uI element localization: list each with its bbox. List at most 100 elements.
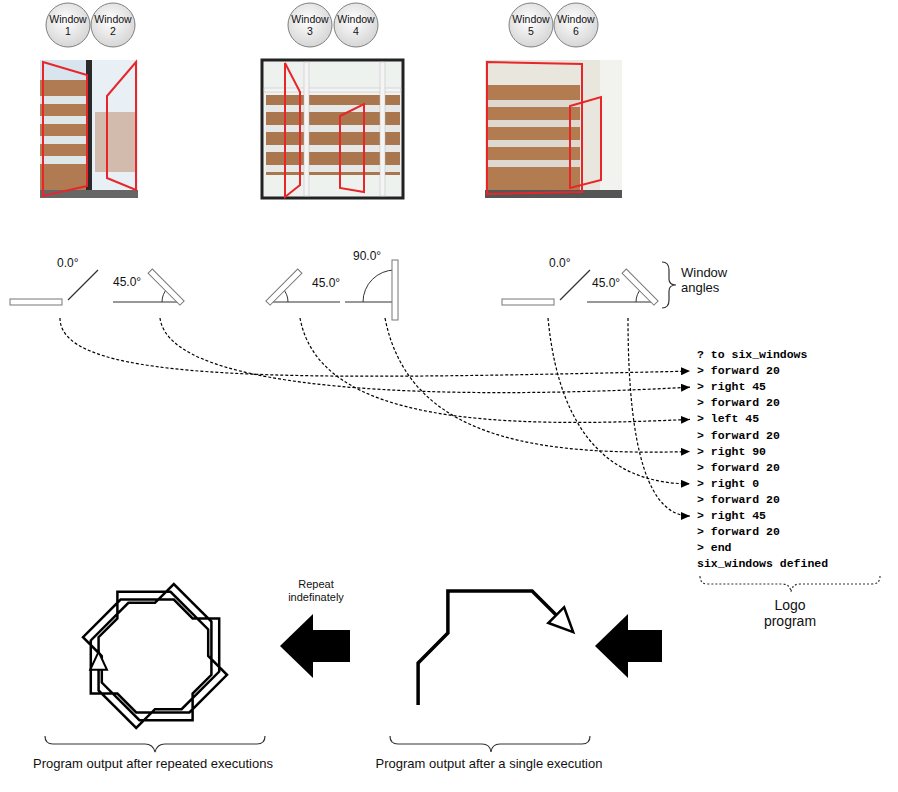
base-line [113, 301, 182, 302]
angle-label: 0.0° [549, 256, 570, 270]
logo-code-line: > forward 20 [697, 428, 780, 444]
logo-code-line: > right 90 [697, 444, 766, 460]
caption-label: Program output after a single execution [344, 757, 634, 772]
logo-code-line: > forward 20 [697, 429, 780, 442]
window-name: Window 1 [48, 13, 88, 37]
logo-code-line: > forward 20 [697, 363, 780, 379]
reference-line [68, 270, 98, 300]
angle-diagram [266, 269, 340, 305]
logo-code-line: > right 90 [697, 445, 766, 458]
photo-glass [92, 60, 138, 198]
angle-label: 0.0° [57, 256, 78, 270]
logo-code-line: > forward 20 [697, 395, 780, 411]
logo-code-line: > forward 20 [697, 460, 780, 476]
mapping-arrow [160, 318, 690, 393]
logo-code-line: ? to six_windows [697, 347, 807, 363]
photo-window-row [488, 100, 580, 107]
logo-code-line: > right 45 [697, 380, 766, 393]
logo-code-line: > forward 20 [697, 396, 780, 409]
window-name: Window 3 [290, 13, 330, 37]
logo-code-line: > left 45 [697, 412, 759, 425]
logo-code-line: six_windows defined [697, 557, 828, 570]
photo-window-row [40, 156, 88, 164]
window-outline [487, 62, 582, 194]
mapping-arrows [60, 318, 690, 516]
window-outline [285, 63, 300, 197]
logo-code-line: > right 45 [697, 508, 766, 524]
angle-diagram [113, 269, 184, 305]
angle-diagram [587, 269, 658, 305]
mapping-arrow [300, 318, 690, 422]
logo-code-line: > right 0 [697, 477, 759, 490]
circle-shape [334, 3, 378, 47]
window-pane [266, 269, 302, 305]
mapping-arrow [60, 318, 690, 376]
photo-window-row [488, 160, 580, 167]
bracket-label: Logo program [764, 597, 816, 629]
angle-label: 45.0° [312, 276, 340, 290]
window-outline [43, 62, 87, 196]
photo-window-row [40, 116, 88, 124]
mapping-arrow [385, 318, 690, 452]
window-circle: Window 6 [553, 2, 599, 48]
arrow-label: Repeat indefinately [288, 578, 344, 603]
window-pane [502, 299, 554, 305]
logo-code-line: > left 45 [697, 411, 759, 427]
reference-line [560, 270, 590, 300]
circle-shape [46, 3, 90, 47]
base-line [345, 301, 395, 302]
photo-background [485, 60, 622, 198]
window-circle: Window 2 [90, 2, 136, 48]
turtle-sprite [90, 652, 107, 670]
logo-code-line: > forward 20 [697, 524, 780, 540]
logo-code-line: six_windows defined [697, 556, 828, 572]
window-circle: Window 4 [333, 2, 379, 48]
photo-building [40, 80, 88, 192]
brace [45, 736, 265, 752]
mapping-arrow [548, 318, 690, 484]
brace [390, 736, 590, 752]
angle-label: 45.0° [113, 276, 141, 290]
bracket-label: Window angles [681, 265, 727, 295]
logo-code-line: > end [697, 541, 732, 554]
turtle-path [83, 584, 227, 728]
angle-label: 90.0° [353, 249, 381, 263]
angle-diagram [345, 260, 398, 320]
base-line [268, 301, 340, 302]
window-circle: Window 3 [287, 2, 333, 48]
caption-label: Program output after repeated executions [33, 756, 273, 771]
photo-window-row [40, 136, 88, 144]
angle-label: 45.0° [113, 275, 141, 289]
window-name: Window 4 [336, 13, 376, 37]
window-name: Window 2 [93, 13, 133, 37]
photo-window-row [488, 120, 580, 127]
arrow-label: Repeat indefinately [276, 578, 356, 603]
window-name: Window 5 [511, 13, 551, 37]
brace [700, 576, 880, 592]
angle-diagram [10, 270, 98, 305]
photo-window-row [488, 140, 580, 147]
caption-label: Program output after a single execution [376, 756, 603, 771]
circle-shape [509, 3, 553, 47]
window-circle: Window 5 [508, 2, 554, 48]
photo-frame [304, 62, 309, 196]
window-name: Window 6 [556, 13, 596, 37]
turtle-sprite [548, 607, 573, 632]
bracket-label: Window angles [681, 266, 739, 296]
logo-code-line: > forward 20 [697, 364, 780, 377]
caption-label: Program output after repeated executions [13, 757, 293, 772]
angle-arc [363, 270, 395, 302]
photo-building [95, 112, 135, 172]
logo-code-line: > right 0 [697, 476, 759, 492]
mapping-arrow [628, 318, 690, 516]
window-pane [10, 299, 62, 305]
block-arrow [595, 614, 662, 678]
logo-code-line: > end [697, 540, 732, 556]
angle-label: 0.0° [549, 257, 570, 271]
logo-code-line: > right 45 [697, 509, 766, 522]
logo-code-line: > forward 20 [697, 493, 780, 506]
brace [662, 262, 676, 308]
